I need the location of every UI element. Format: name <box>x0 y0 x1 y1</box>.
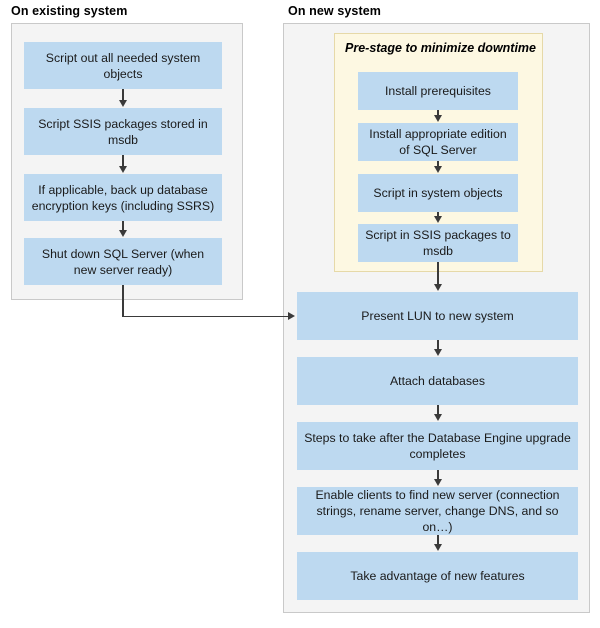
arrow-head-down-icon <box>433 414 442 421</box>
connector-line-script-sys-obj-to-script-ssis <box>437 212 439 217</box>
connector-line-present-lun-to-attach-db <box>437 340 439 350</box>
arrow-head-down-icon <box>118 166 127 173</box>
arrow-head-down-icon <box>118 230 127 237</box>
arrow-head-down-icon <box>433 349 442 356</box>
prestage-group-label: Pre-stage to minimize downtime <box>345 41 537 55</box>
arrow-head-down-icon <box>433 544 442 551</box>
process-box-script-ssis-packages[interactable]: Script SSIS packages stored in msdb <box>24 108 222 155</box>
arrow-head-right-icon <box>288 311 295 320</box>
process-box-take-advantage-of-new-features[interactable]: Take advantage of new features <box>297 552 578 600</box>
arrow-head-down-icon <box>433 115 442 122</box>
connector-line-attach-db-to-steps-after <box>437 405 439 415</box>
process-box-shut-down-sql-server[interactable]: Shut down SQL Server (when new server re… <box>24 238 222 285</box>
process-box-script-in-ssis-packages-to-msdb[interactable]: Script in SSIS packages to msdb <box>358 224 518 262</box>
process-box-install-prerequisites[interactable]: Install prerequisites <box>358 72 518 110</box>
arrow-head-down-icon <box>433 216 442 223</box>
process-box-script-out-system-objects[interactable]: Script out all needed system objects <box>24 42 222 89</box>
connector-line-edition-to-script-sys-obj <box>437 161 439 167</box>
process-box-enable-clients-find-new-server[interactable]: Enable clients to find new server (conne… <box>297 487 578 535</box>
connector-line-prestage-to-present-lun <box>437 262 439 285</box>
connector-line-crosspanel-vertical <box>122 285 124 317</box>
connector-line-crosspanel-horizontal <box>122 315 290 318</box>
process-box-install-sql-server-edition[interactable]: Install appropriate edition of SQL Serve… <box>358 123 518 161</box>
process-box-backup-encryption-keys[interactable]: If applicable, back up database encrypti… <box>24 174 222 221</box>
connector-line-script-out-to-script-ssis <box>122 89 124 101</box>
connector-line-backup-keys-to-shutdown <box>122 221 124 231</box>
process-box-attach-databases[interactable]: Attach databases <box>297 357 578 405</box>
connector-line-enable-clients-to-take-advantage <box>437 535 439 545</box>
connector-line-steps-after-to-enable-clients <box>437 470 439 480</box>
arrow-head-down-icon <box>118 100 127 107</box>
arrow-head-down-icon <box>433 284 442 291</box>
process-box-steps-after-upgrade[interactable]: Steps to take after the Database Engine … <box>297 422 578 470</box>
column-title-existing-system: On existing system <box>11 4 128 18</box>
arrow-head-down-icon <box>433 479 442 486</box>
arrow-head-down-icon <box>433 166 442 173</box>
process-box-present-lun-to-new-system[interactable]: Present LUN to new system <box>297 292 578 340</box>
connector-line-script-ssis-to-backup-keys <box>122 155 124 167</box>
column-title-new-system: On new system <box>288 4 381 18</box>
connector-line-prereqs-to-edition <box>437 110 439 116</box>
process-box-script-in-system-objects[interactable]: Script in system objects <box>358 174 518 212</box>
